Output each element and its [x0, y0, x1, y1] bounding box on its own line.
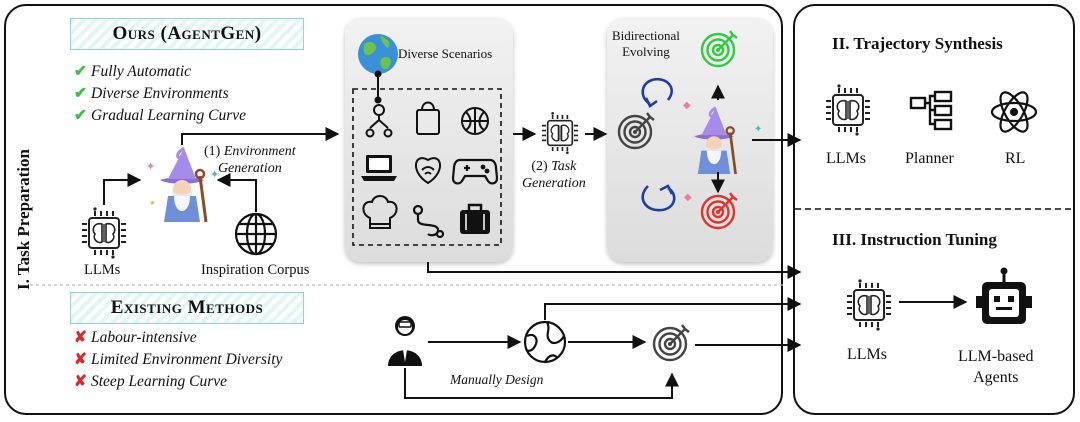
evolving-label: Bidirectional Evolving — [612, 28, 680, 59]
chef-hat-icon — [362, 195, 398, 229]
chip-icon — [825, 83, 871, 137]
world-icon — [523, 320, 567, 364]
target-red-icon — [700, 191, 739, 230]
tuning-llms-label: LLMs — [847, 346, 887, 363]
cross-icon: ✘ — [74, 373, 87, 390]
globe-icon — [234, 212, 278, 256]
target-green-icon — [700, 29, 739, 68]
agents-label: LLM-based Agents — [958, 348, 1034, 386]
check-icon: ✔ — [74, 107, 87, 124]
chip-icon — [81, 206, 127, 260]
scenarios-grid — [352, 88, 502, 246]
wizard-icon — [158, 146, 208, 224]
trajectory-item-llms: LLMs — [826, 150, 866, 167]
chip-icon — [846, 278, 892, 332]
svg-text:●: ● — [150, 198, 155, 207]
laptop-icon — [361, 155, 397, 181]
svg-text:✦: ✦ — [146, 161, 155, 173]
trajectory-item-rl: RL — [1005, 150, 1026, 167]
trajectory-title: II. Trajectory Synthesis — [832, 34, 1003, 53]
person-icon — [388, 316, 422, 366]
manual-design-label: Manually Design — [450, 372, 544, 387]
svg-text:✦: ✦ — [754, 124, 762, 135]
planner-icon — [909, 90, 953, 131]
wizard-icon — [692, 106, 737, 176]
existing-feature: ✘Labour-intensive — [74, 329, 197, 346]
tuning-title: III. Instruction Tuning — [832, 230, 997, 249]
chip-icon — [541, 111, 579, 155]
cross-icon: ✘ — [74, 329, 87, 346]
people-icon — [365, 104, 393, 138]
briefcase-icon — [460, 203, 490, 234]
trajectory-item-planner: Planner — [905, 150, 954, 167]
gamepad-icon — [451, 158, 499, 185]
ours-feature: ✔Diverse Environments — [74, 85, 229, 102]
env-generation-label: (1) Environment Generation — [204, 144, 296, 176]
existing-feature: ✘Limited Environment Diversity — [74, 351, 283, 368]
shopping-bag-icon — [416, 101, 440, 135]
atom-icon — [990, 91, 1038, 133]
ours-feature: ✔Fully Automatic — [74, 63, 192, 80]
ours-header: Ours (AgentGen) — [70, 18, 304, 50]
cross-icon: ✘ — [74, 351, 87, 368]
smart-home-icon — [415, 157, 441, 185]
existing-feature: ✘Steep Learning Curve — [74, 373, 228, 390]
scenarios-label: Diverse Scenarios — [398, 46, 493, 61]
ours-feature: ✔Gradual Learning Curve — [74, 107, 246, 124]
basketball-icon — [461, 107, 489, 135]
svg-text:◆: ◆ — [684, 192, 692, 203]
task-generation-label: (2) Task Generation — [522, 159, 586, 191]
route-icon — [412, 204, 445, 239]
check-icon: ✔ — [74, 85, 87, 102]
robot-icon — [976, 267, 1032, 324]
corpus-label: Inspiration Corpus — [201, 262, 310, 278]
check-icon: ✔ — [74, 63, 87, 80]
loop-icon — [641, 77, 673, 108]
target-gray-icon — [652, 323, 691, 362]
llms-left-label: LLMs — [84, 262, 121, 278]
loop-icon — [641, 184, 676, 212]
existing-header: Existing Methods — [70, 292, 304, 324]
svg-text:◆: ◆ — [683, 100, 691, 111]
evolving-box — [607, 18, 773, 262]
earth-icon — [358, 34, 398, 74]
target-gray-icon — [617, 111, 656, 150]
svg-text:✦: ✦ — [210, 169, 219, 181]
